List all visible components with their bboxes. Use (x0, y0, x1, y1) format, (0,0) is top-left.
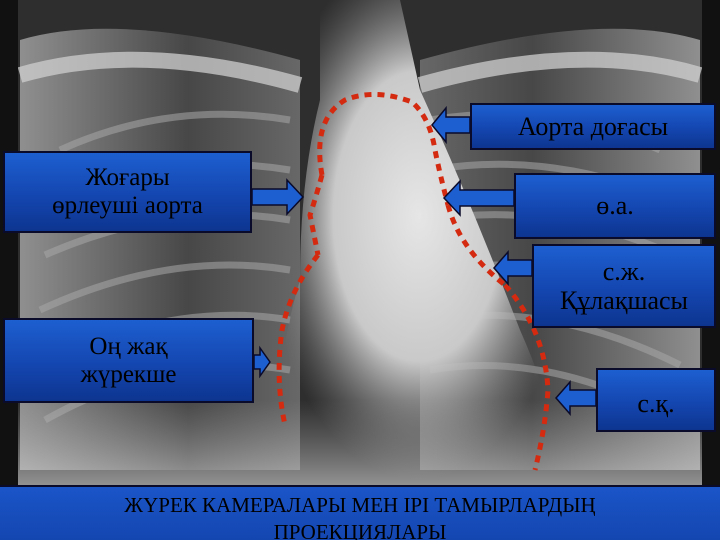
label-ascending-aorta-line2: өрлеуші аорта (52, 192, 203, 219)
label-ascending-aorta-line1: Жоғары (85, 164, 170, 191)
label-right-atrium-line2: жүрекше (80, 360, 177, 388)
label-pulmonary-artery: ө.а. (514, 173, 716, 239)
label-right-atrium: Оң жақ жүрекше (3, 318, 254, 403)
label-aorta-arch-text: Аорта доғасы (517, 111, 669, 141)
arrow-right-atrium (253, 345, 271, 379)
label-left-ventricle-text: с.қ. (637, 389, 675, 419)
label-right-atrium-line1: Оң жақ (89, 332, 168, 360)
arrow-left-ventricle (555, 380, 597, 416)
label-left-atrium: с.ж. Құлақшасы (532, 244, 716, 328)
caption-line1: ЖҮРЕК КАМЕРАЛАРЫ МЕН ІРІ ТАМЫРЛАРДЫҢ (124, 493, 596, 517)
arrow-aorta-arch (431, 105, 471, 145)
slide-caption: ЖҮРЕК КАМЕРАЛАРЫ МЕН ІРІ ТАМЫРЛАРДЫҢ ПРО… (0, 485, 720, 540)
arrow-left-atrium (493, 250, 533, 286)
arrow-pulmonary-artery (442, 179, 515, 217)
caption-line2: ПРОЕКЦИЯЛАРЫ (273, 520, 447, 540)
label-left-atrium-line1: с.ж. (602, 256, 646, 286)
label-left-atrium-line2: Құлақшасы (559, 286, 689, 315)
label-ascending-aorta: Жоғары өрлеуші аорта (3, 151, 252, 233)
label-pulmonary-artery-text: ө.а. (596, 191, 634, 221)
label-left-ventricle: с.қ. (596, 368, 716, 432)
arrow-ascending-aorta (251, 178, 305, 216)
label-aorta-arch: Аорта доғасы (470, 103, 716, 150)
